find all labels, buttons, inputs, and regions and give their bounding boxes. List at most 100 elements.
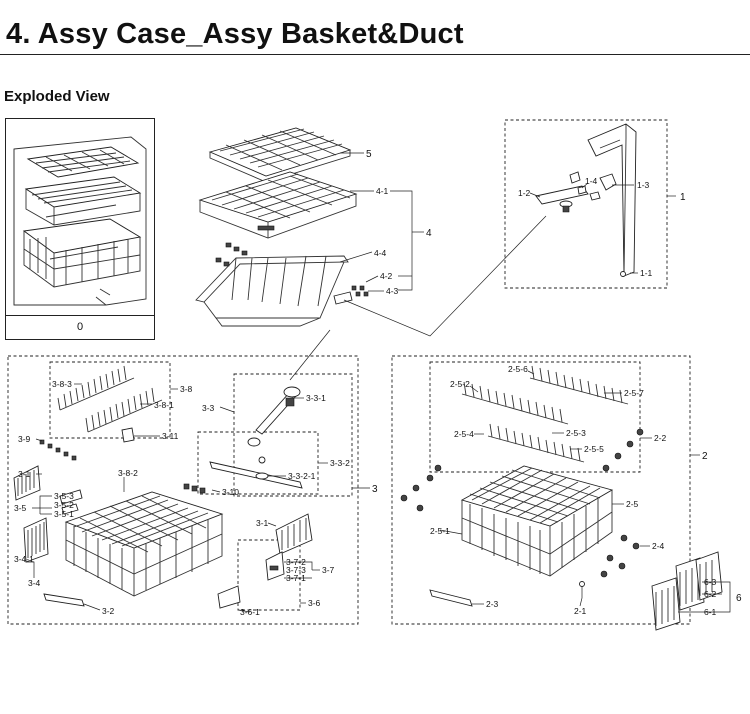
group-3-boundary	[7, 355, 359, 625]
side-clips-3-1-left	[13, 465, 41, 501]
part-3-11	[121, 427, 135, 443]
cutlery-tray	[198, 171, 358, 239]
side-bracket-3-4	[23, 517, 49, 563]
callout-1-4: 1-4	[585, 176, 598, 186]
callout-1: 1	[680, 192, 686, 203]
upper-spray-arm	[247, 386, 301, 447]
handle-3-2	[43, 593, 85, 607]
callout-2-5-7: 2-5-7	[624, 388, 644, 398]
group-1-boundary	[504, 119, 668, 289]
group-2-leaders	[439, 370, 731, 613]
callout-3-8-3: 3-8-3	[52, 379, 72, 389]
callout-6-3: 6-3	[704, 577, 717, 587]
group-3-8-boundary	[49, 361, 171, 439]
callout-2: 2	[702, 451, 708, 462]
callout-3-4-1: 3-4-1	[14, 554, 34, 564]
group-3-leaders	[26, 383, 370, 613]
callout-5: 5	[366, 149, 372, 160]
upper-rack-basket	[64, 491, 224, 597]
callout-3-4: 3-4	[28, 578, 41, 588]
callout-3-9: 3-9	[18, 434, 31, 444]
callout-4-3: 4-3	[386, 286, 399, 296]
callout-2-1: 2-1	[574, 606, 587, 616]
lower-upper-spray-arm	[209, 456, 303, 489]
callout-2-5-4: 2-5-4	[454, 429, 474, 439]
callout-3: 3	[372, 484, 378, 495]
callout-3-5-1: 3-5-1	[54, 509, 74, 519]
callout-4-1: 4-1	[376, 186, 389, 196]
callout-4: 4	[426, 228, 432, 239]
lower-basket	[460, 465, 614, 577]
lower-tine-rows	[461, 365, 629, 463]
thumbnail-caption: 0	[76, 321, 84, 333]
callout-3-2: 3-2	[102, 606, 115, 616]
small-clips-3-9	[39, 439, 77, 461]
part-3-10	[183, 483, 206, 494]
callout-2-5: 2-5	[626, 499, 639, 509]
callout-2-5-2: 2-5-2	[450, 379, 470, 389]
section-subtitle: Exploded View	[4, 88, 110, 105]
callout-2-5-1: 2-5-1	[430, 526, 450, 536]
callout-3-8: 3-8	[180, 384, 193, 394]
filter-baskets-6	[651, 551, 723, 631]
callout-2-5-3: 2-5-3	[566, 428, 586, 438]
rack-adjuster-3-7	[265, 551, 285, 581]
side-clips-3-1-right	[275, 513, 313, 555]
callout-3-7-3: 3-7-3	[286, 565, 306, 575]
group-4-leaders	[339, 152, 424, 292]
thumbnail-panel: 0	[5, 118, 155, 340]
group-3-3-boundary	[233, 373, 353, 497]
group-2-boundary	[391, 355, 691, 625]
title-underline	[0, 54, 750, 55]
callout-3-3-2: 3-3-2	[330, 458, 350, 468]
callout-4-4: 4-4	[374, 248, 387, 258]
part-2-1	[579, 581, 585, 587]
callout-3-1-right: 3-1	[256, 518, 269, 528]
callout-3-6: 3-6	[308, 598, 321, 608]
thumbnail-divider	[6, 315, 154, 316]
callout-2-5-6: 2-5-6	[508, 364, 528, 374]
callout-3-5-3: 3-5-3	[54, 491, 74, 501]
group-3-3-2-boundary	[197, 431, 319, 495]
connector-tray-to-upper-arm	[289, 329, 331, 381]
callout-6-1: 6-1	[704, 607, 717, 617]
callout-3-7-1: 3-7-1	[286, 573, 306, 583]
callout-3-10: 3-10	[222, 487, 239, 497]
callout-1-1: 1-1	[640, 268, 653, 278]
handle-2-3	[429, 589, 473, 607]
assembled-dishwasher-thumbnail	[13, 136, 147, 306]
latch-parts-3-5	[59, 489, 83, 515]
callout-6-2: 6-2	[704, 589, 717, 599]
tine-rows	[57, 365, 163, 433]
callout-1-2: 1-2	[518, 188, 531, 198]
tray-rail-frame	[195, 255, 349, 327]
callout-2-5-5: 2-5-5	[584, 444, 604, 454]
callout-3-7-2: 3-7-2	[286, 557, 306, 567]
tray-clips	[215, 242, 369, 305]
lower-wheels	[400, 428, 644, 578]
callout-4-2: 4-2	[380, 271, 393, 281]
callout-3-8-1: 3-8-1	[154, 400, 174, 410]
callout-6: 6	[736, 593, 742, 604]
group-1-leaders	[529, 182, 676, 274]
callout-2-2: 2-2	[654, 433, 667, 443]
cutlery-tray-cover	[208, 127, 352, 183]
callout-3-5: 3-5	[14, 503, 27, 513]
callout-2-3: 2-3	[486, 599, 499, 609]
callout-3-5-2: 3-5-2	[54, 500, 74, 510]
callout-3-3-2-1: 3-3-2-1	[288, 471, 316, 481]
callout-3-11: 3-11	[162, 431, 179, 441]
part-3-6-1	[217, 585, 241, 609]
page-title: 4. Assy Case_Assy Basket&Duct	[6, 18, 464, 50]
callout-3-6-1: 3-6-1	[240, 607, 260, 617]
callout-2-4: 2-4	[652, 541, 665, 551]
connector-tray-to-duct	[343, 215, 547, 337]
callout-3-3-1: 3-3-1	[306, 393, 326, 403]
callout-1-3: 1-3	[637, 180, 650, 190]
callout-3-7: 3-7	[322, 565, 335, 575]
callout-3-1-left: 3-1	[18, 469, 31, 479]
duct-assembly	[535, 123, 637, 277]
tine-set-boundary	[429, 361, 641, 473]
callout-3-3: 3-3	[202, 403, 215, 413]
